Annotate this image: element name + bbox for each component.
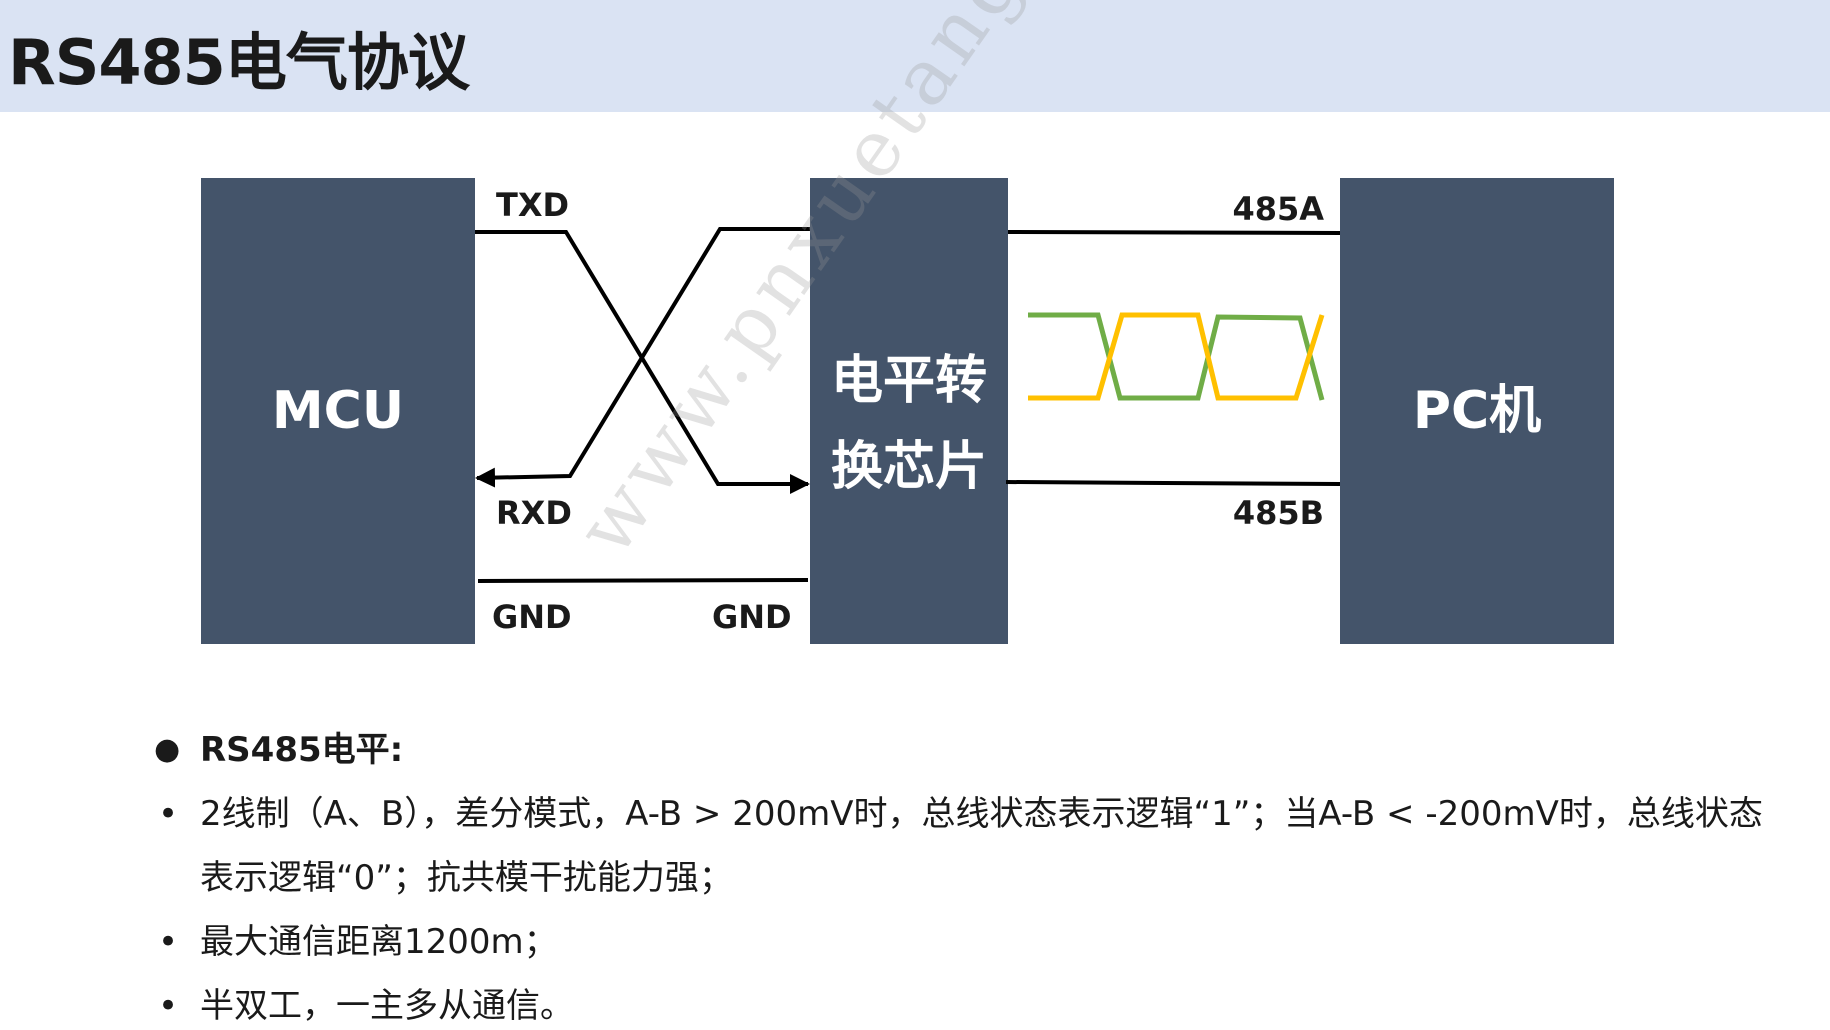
mcu-label: MCU [272,381,404,441]
list-item: • 2线制（A、B），差分模式，A-B > 200mV时，总线状态表示逻辑“1”… [150,782,1790,910]
bullet-icon: • [158,986,179,1026]
485a-label: 485A [1232,190,1324,228]
list-item-text: 最大通信距离1200m； [200,922,558,962]
rs485-level-notes: ● RS485电平: • 2线制（A、B），差分模式，A-B > 200mV时，… [150,718,1790,1030]
bullet-dot-icon: ● [154,732,181,767]
converter-chip-block [810,178,1008,644]
list-item: • 半双工，一主多从通信。 [150,974,1790,1030]
bus-a-line [1007,230,1341,235]
section-heading: RS485电平: [200,730,404,770]
gnd-wire [477,578,809,583]
title-bar: RS485电气协议 [0,0,1830,112]
bullet-icon: • [158,922,179,962]
converter-label-line2: 换芯片 [831,437,987,497]
txd-label: TXD [496,186,569,224]
rxd-label: RXD [496,494,572,532]
list-item-text: 半双工，一主多从通信。 [200,986,574,1026]
converter-label-line1: 电平转 [831,351,987,411]
gnd-left-label: GND [492,598,572,636]
bullet-icon: • [158,794,179,834]
pc-label: PC机 [1413,381,1541,441]
485b-label: 485B [1233,494,1324,532]
differential-signal-yellow-wave [1028,312,1325,401]
page-title: RS485电气协议 [8,26,470,99]
mcu-block [201,178,475,644]
differential-signal-green-wave [1028,312,1325,401]
rxd-wire [475,227,810,488]
list-item-text: 2线制（A、B），差分模式，A-B > 200mV时，总线状态表示逻辑“1”；当… [200,794,1763,898]
pc-block [1340,178,1614,644]
gnd-right-label: GND [712,598,792,636]
list-item: • 最大通信距离1200m； [150,910,1790,974]
section-heading-row: ● RS485电平: [150,718,1790,782]
bus-b-line [1005,480,1341,486]
